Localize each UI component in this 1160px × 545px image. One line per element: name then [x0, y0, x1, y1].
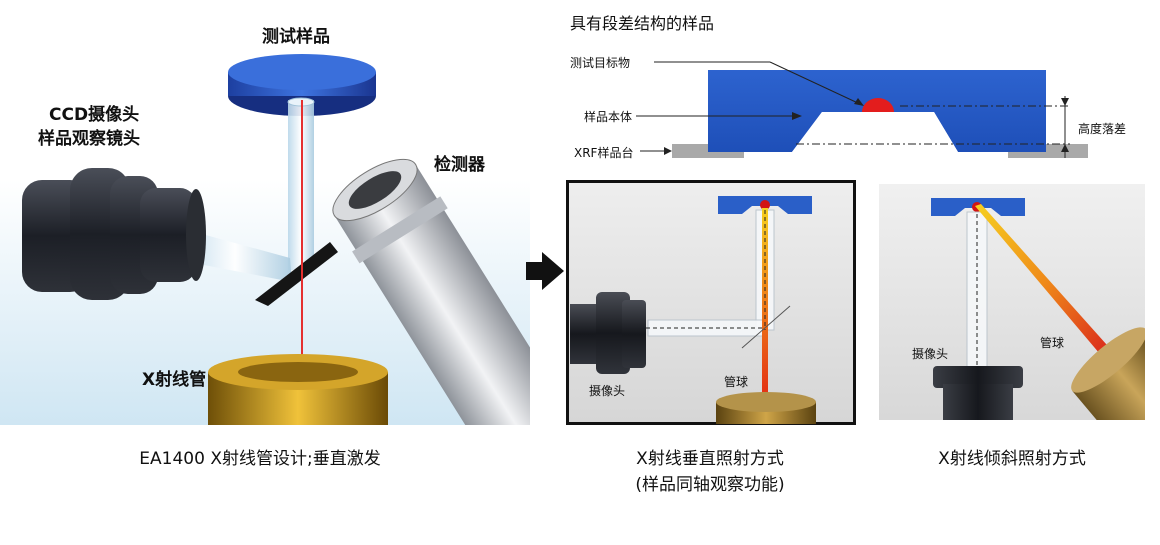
camera-oblique	[933, 366, 1023, 420]
label-detector: 检测器	[434, 150, 485, 175]
oblique-irradiation-panel	[879, 184, 1145, 420]
label-test-sample: 测试样品	[262, 22, 330, 47]
label-height-difference: 高度落差	[1078, 120, 1126, 137]
xray-beam-vertical	[762, 208, 768, 404]
caption-vertical-line2: (样品同轴观察功能)	[560, 470, 860, 495]
label-xrf-stage: XRF样品台	[574, 144, 633, 161]
label-camera-oblique: 摄像头	[912, 345, 948, 362]
left-illustration	[0, 0, 530, 425]
camera-vertical	[570, 292, 646, 374]
label-ccd-camera: CCD摄像头	[49, 100, 139, 125]
label-xray-tube: X射线管	[142, 365, 206, 390]
tube-vertical	[716, 392, 816, 424]
label-observation-lens: 样品观察镜头	[38, 124, 140, 149]
caption-left: EA1400 X射线管设计;垂直激发	[60, 444, 460, 469]
caption-oblique: X射线倾斜照射方式	[880, 444, 1144, 469]
label-tube-oblique: 管球	[1040, 334, 1064, 351]
arrow-right-icon	[526, 252, 566, 290]
xray-tube	[208, 354, 388, 425]
step-sample-diagram	[560, 40, 1160, 180]
label-tube-vertical: 管球	[724, 373, 748, 390]
label-sample-body: 样品本体	[584, 108, 632, 125]
caption-vertical-line1: X射线垂直照射方式	[560, 444, 860, 469]
label-camera-vertical: 摄像头	[589, 382, 625, 399]
step-sample-title: 具有段差结构的样品	[570, 10, 714, 34]
label-test-target: 测试目标物	[570, 54, 630, 71]
sample-disc	[228, 54, 376, 90]
